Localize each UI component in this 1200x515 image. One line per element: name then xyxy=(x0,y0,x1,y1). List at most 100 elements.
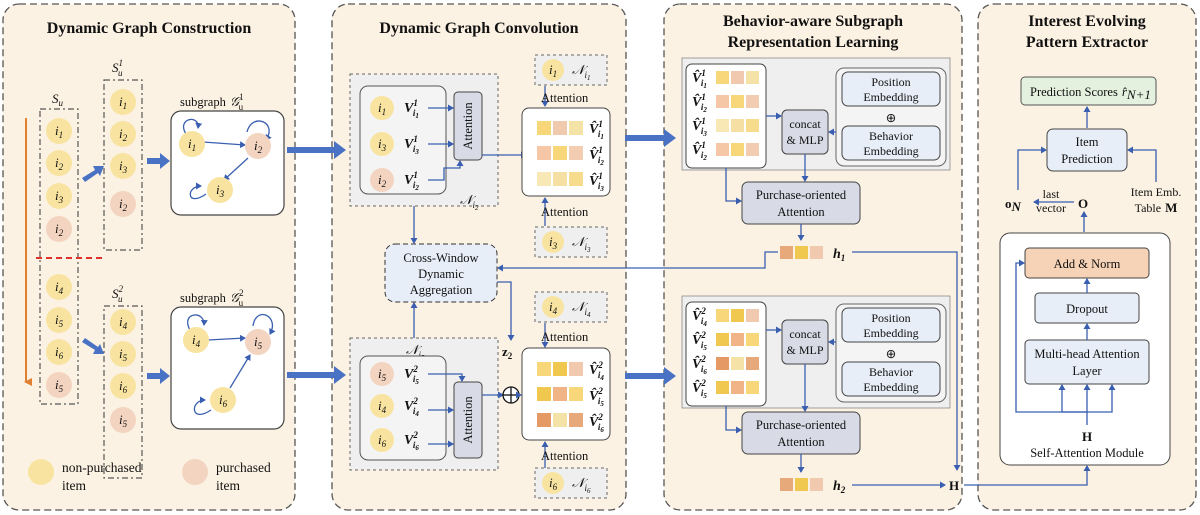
svg-text:i4: i4 xyxy=(55,279,64,296)
title-behavior-1: Behavior-aware Subgraph xyxy=(723,13,903,30)
sequence-box xyxy=(39,108,79,405)
seq-item-8: i5 xyxy=(46,372,72,398)
svg-text:⊕: ⊕ xyxy=(886,111,896,125)
svg-text:i1: i1 xyxy=(55,123,63,140)
svg-text:i1: i1 xyxy=(549,62,557,79)
win1-item-3: i3 xyxy=(110,153,136,179)
svg-text:i1: i1 xyxy=(119,94,127,111)
seq-to-window2-arrow xyxy=(82,338,104,354)
svg-text:i6: i6 xyxy=(549,475,558,492)
svg-text:V̂1i2: V̂1i2 xyxy=(589,145,604,167)
svg-text:V̂1i1: V̂1i1 xyxy=(692,68,707,90)
svg-text:i3: i3 xyxy=(549,234,558,251)
svg-text:Position: Position xyxy=(871,311,910,325)
matrix-top-row2 xyxy=(537,146,583,160)
svg-text:i4: i4 xyxy=(378,398,387,415)
svg-text:Dynamic: Dynamic xyxy=(418,267,464,281)
behavior-embedding-top xyxy=(841,125,941,161)
conv-top-node-i2: i2 xyxy=(370,168,394,192)
svg-text:i2: i2 xyxy=(55,155,64,172)
seq-item-4: i2 xyxy=(46,216,72,242)
z2-label: z2 xyxy=(502,344,513,361)
title-interest-2: Pattern Extractor xyxy=(1026,34,1148,51)
attention-box-bottom xyxy=(453,381,483,459)
seq-item-7: i6 xyxy=(46,339,72,365)
svg-text:Behavior: Behavior xyxy=(869,129,913,143)
window2-to-graph-arrow xyxy=(147,368,170,384)
svg-text:Layer: Layer xyxy=(1072,364,1102,378)
svg-text:Dropout: Dropout xyxy=(1066,302,1108,316)
svg-text:Item: Item xyxy=(1076,135,1099,149)
svg-text:V̂1i3: V̂1i3 xyxy=(589,171,604,193)
svg-text:i3: i3 xyxy=(216,182,225,199)
svg-text:i2: i2 xyxy=(119,196,128,213)
svg-text:i5: i5 xyxy=(378,366,387,383)
window1-to-graph-arrow xyxy=(147,153,170,169)
svg-text:Purchase-oriented: Purchase-oriented xyxy=(756,418,847,432)
svg-text:i4: i4 xyxy=(549,299,558,316)
attention-label-top1: Attention xyxy=(541,91,589,105)
svg-text:i6: i6 xyxy=(119,378,128,395)
attention-label-bottom2: Attention xyxy=(541,449,589,463)
svg-text:Attention: Attention xyxy=(461,102,475,150)
position-embedding-top xyxy=(841,71,941,107)
conv-top-node-i3: i3 xyxy=(370,132,394,156)
svg-text:i3: i3 xyxy=(119,158,128,175)
svg-text:Purchase-oriented: Purchase-oriented xyxy=(756,188,847,202)
graph2-node-i4: i4 xyxy=(183,327,209,353)
matrix-bottom-row1 xyxy=(537,362,583,376)
svg-text:Embedding: Embedding xyxy=(863,144,918,158)
svg-text:concat: concat xyxy=(789,117,821,131)
seq-label: Su xyxy=(52,91,64,108)
svg-text:i2: i2 xyxy=(254,138,263,155)
matrix-bottom-row2 xyxy=(537,387,583,401)
matrix-top-row1 xyxy=(537,121,583,135)
svg-text:i6: i6 xyxy=(55,344,64,361)
conv-bottom-node-i4: i4 xyxy=(370,394,394,418)
legend-purchased-swatch xyxy=(182,459,208,485)
win2-item-1: i4 xyxy=(110,309,136,335)
conv-bottom-node-i6: i6 xyxy=(370,428,394,452)
svg-text:i4: i4 xyxy=(119,314,128,331)
h1-to-H xyxy=(852,251,961,471)
seq-item-1: i1 xyxy=(46,118,72,144)
svg-text:Attention: Attention xyxy=(461,396,475,444)
cross-window-aggregation-box xyxy=(384,243,498,303)
seq-to-window1-arrow xyxy=(82,166,104,182)
h1-label: h1 xyxy=(833,247,845,263)
svg-text:i3: i3 xyxy=(55,188,64,205)
svg-text:i2: i2 xyxy=(55,221,64,238)
h2-vector xyxy=(780,478,823,491)
attention-label-bottom1: Attention xyxy=(541,330,589,344)
legend-purchased-label-1: purchased xyxy=(216,460,271,475)
svg-text:Prediction: Prediction xyxy=(1061,152,1113,166)
seq-item-2: i2 xyxy=(46,150,72,176)
title-behavior-2: Representation Learning xyxy=(728,34,899,51)
position-embedding-bottom xyxy=(841,307,941,343)
legend: non-purchased item purchased item xyxy=(28,459,271,493)
conv-to-behavior-arrow-bottom xyxy=(625,367,676,385)
svg-text:V̂1i3: V̂1i3 xyxy=(692,116,707,138)
behavior-embedding-bottom xyxy=(841,361,941,397)
window1-box xyxy=(103,79,143,251)
h1-vector xyxy=(780,246,823,259)
svg-text:V̂2i4: V̂2i4 xyxy=(589,360,604,382)
svg-text:i2: i2 xyxy=(119,126,128,143)
attention-label-top2: Attention xyxy=(541,205,589,219)
matrix-top-row3 xyxy=(537,172,583,186)
svg-text:i4: i4 xyxy=(192,332,201,349)
svg-text:i5: i5 xyxy=(119,412,128,429)
svg-text:⊕: ⊕ xyxy=(886,347,896,361)
svg-text:Multi-head Attention: Multi-head Attention xyxy=(1034,347,1140,361)
svg-text:V̂1i1: V̂1i1 xyxy=(589,119,604,141)
o-n-label: oN xyxy=(1005,196,1022,214)
